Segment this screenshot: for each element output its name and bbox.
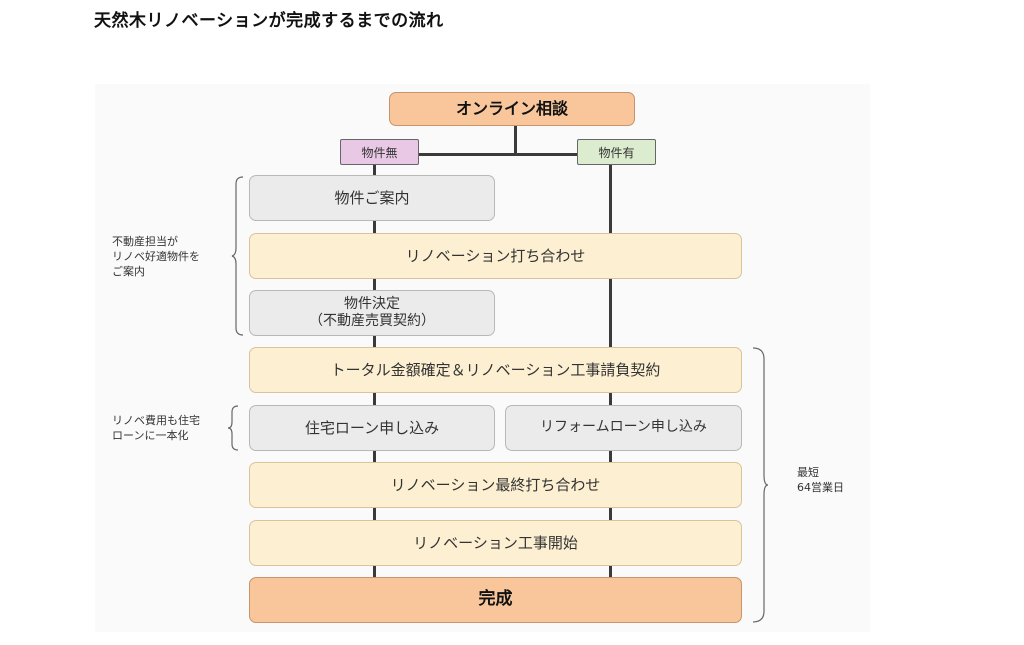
total-contract-box: トータル金額確定＆リノベーション工事請負契約 bbox=[249, 347, 742, 393]
housing-loan-box: 住宅ローン申し込み bbox=[249, 405, 495, 451]
note-agent-line2: リノベ好適物件を bbox=[112, 250, 200, 263]
property-decision-box: 物件決定 （不動産売買契約） bbox=[249, 290, 495, 336]
tag-has-property: 物件有 bbox=[577, 139, 656, 165]
note-shortest-line2: 64営業日 bbox=[797, 481, 844, 494]
connector-branch-horizontal bbox=[418, 153, 580, 156]
final-meeting-box: リノベーション最終打ち合わせ bbox=[249, 462, 742, 508]
note-shortest-line1: 最短 bbox=[797, 466, 819, 479]
brace-schedule bbox=[752, 347, 769, 623]
note-agent: 不動産担当が リノベ好適物件を ご案内 bbox=[112, 234, 232, 279]
complete-box: 完成 bbox=[249, 577, 742, 623]
property-decision-line1: 物件決定 bbox=[344, 295, 400, 312]
tag-no-property: 物件無 bbox=[340, 139, 419, 165]
note-shortest: 最短 64営業日 bbox=[797, 465, 867, 495]
note-loan-line1: リノベ費用も住宅 bbox=[112, 414, 200, 427]
property-tour-box: 物件ご案内 bbox=[249, 175, 495, 221]
note-agent-line3: ご案内 bbox=[112, 265, 145, 278]
property-decision-line2: （不動産売買契約） bbox=[309, 313, 435, 329]
note-loan-line2: ローンに一本化 bbox=[112, 429, 189, 442]
page-title: 天然木リノベーションが完成するまでの流れ bbox=[94, 11, 444, 31]
note-agent-line1: 不動産担当が bbox=[112, 235, 178, 248]
brace-loan bbox=[227, 405, 239, 451]
construction-start-box: リノベーション工事開始 bbox=[249, 520, 742, 566]
renovation-meeting-box: リノベーション打ち合わせ bbox=[249, 233, 742, 279]
online-consultation-box: オンライン相談 bbox=[389, 92, 635, 126]
connector-start-down bbox=[514, 124, 517, 156]
brace-agent bbox=[231, 176, 244, 336]
note-loan: リノベ費用も住宅 ローンに一本化 bbox=[112, 413, 232, 443]
reform-loan-box: リフォームローン申し込み bbox=[505, 405, 742, 451]
